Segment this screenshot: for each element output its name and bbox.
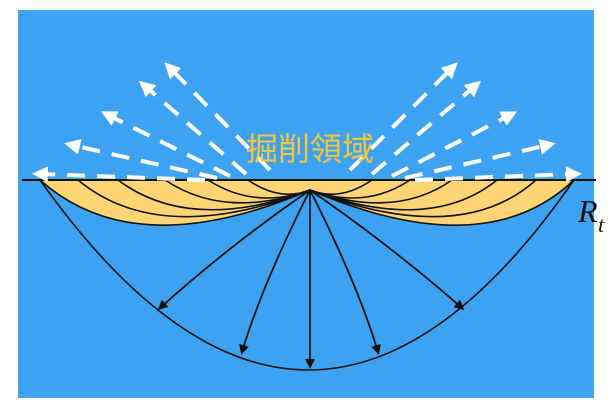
flow-curve: [309, 179, 498, 211]
ejecta-arrow: [370, 80, 482, 176]
flow-curve: [309, 179, 575, 226]
right-flow-curves: [309, 179, 575, 226]
ejecta-arrow: [64, 138, 218, 180]
flow-curve: [309, 179, 373, 196]
down-arrow: [309, 189, 381, 355]
excavation-region-label: 掘削領域: [246, 130, 374, 168]
downward-flow-arrows: [157, 189, 465, 369]
flow-curve: [309, 179, 537, 218]
ejecta-arrow: [404, 139, 556, 180]
down-arrow: [239, 189, 311, 355]
flow-curve: [247, 179, 311, 196]
down-arrow: [157, 189, 311, 311]
flow-curve: [77, 179, 311, 218]
down-arrow: [309, 189, 465, 310]
flow-curve: [117, 179, 311, 211]
right-ejecta-arrows: [348, 62, 582, 183]
rt-label-main: R: [577, 193, 598, 229]
left-ejecta-arrows: [32, 62, 272, 183]
flow-curve: [39, 179, 311, 226]
ejecta-arrow: [32, 166, 206, 183]
ejecta-arrow: [348, 62, 458, 172]
transient-crater-outline: [39, 179, 575, 371]
ejecta-arrow: [100, 111, 231, 178]
ejecta-arrow: [164, 62, 272, 172]
excavation-region: [40, 180, 574, 226]
ejecta-arrow: [414, 166, 582, 183]
left-flow-curves: [39, 179, 311, 226]
ejecta-arrow: [391, 111, 518, 178]
ejecta-arrow: [138, 80, 248, 176]
rt-label-subscript: t: [598, 212, 605, 237]
